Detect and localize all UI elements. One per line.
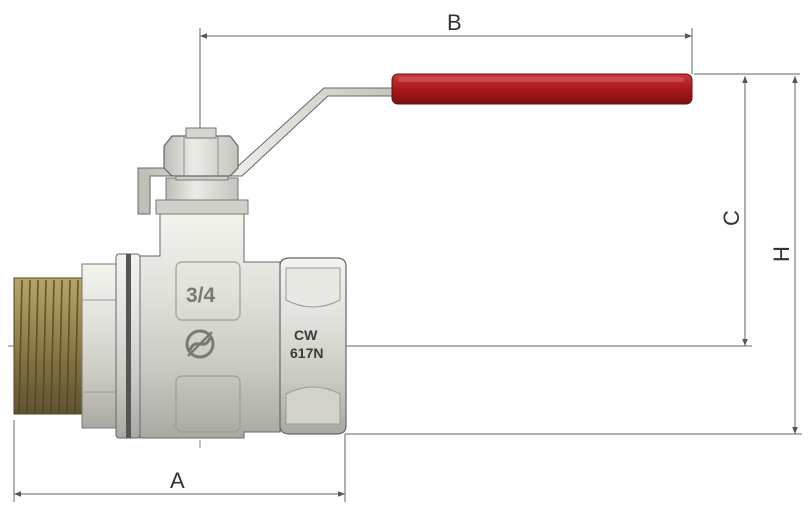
hex-nut [163, 135, 239, 177]
male-thread [13, 277, 83, 415]
dimension-lines [13, 28, 802, 502]
dimension-label-h: H [769, 246, 794, 262]
dimension-label-a: A [170, 468, 185, 493]
material-marking-line2: 617N [290, 345, 323, 361]
material-marking-line1: CW [294, 327, 318, 343]
double-s-logo-icon [185, 329, 215, 359]
dimension-label-c: C [719, 210, 744, 226]
dimension-label-b: B [447, 10, 462, 35]
valve-body: 3/4 CW 617N [13, 199, 347, 439]
size-marking: 3/4 [186, 284, 216, 307]
body-main [139, 209, 281, 439]
stem-assembly [163, 127, 239, 213]
left-collar [81, 263, 117, 429]
